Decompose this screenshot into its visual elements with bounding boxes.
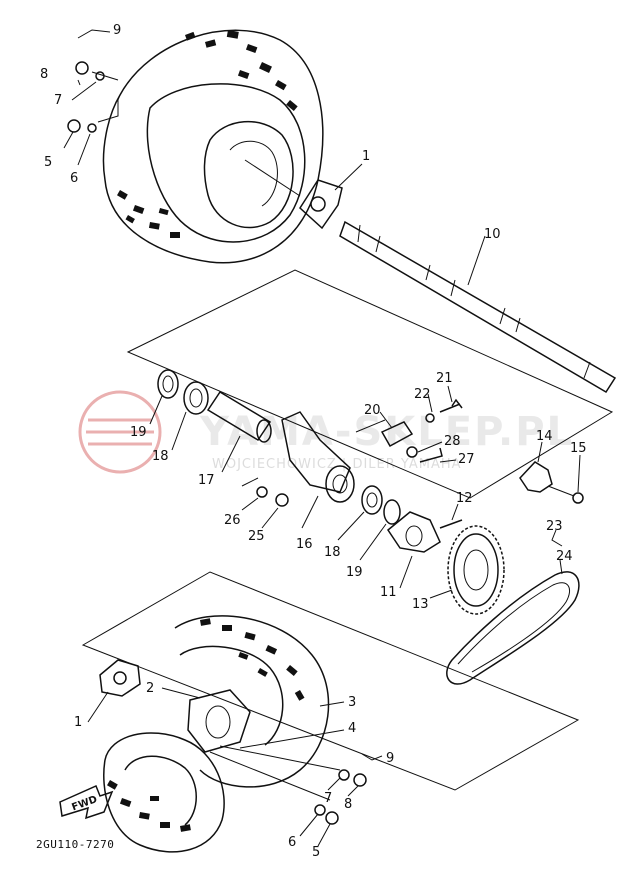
callout-22: 22 [414, 387, 431, 402]
housing-bolts [241, 477, 289, 529]
callout-19a: 19 [130, 425, 147, 440]
rear-wheel-left [102, 29, 324, 264]
tread-blocks-lower [106, 618, 305, 832]
callout-6-bottom: 6 [288, 835, 296, 850]
fwd-label: FWD [70, 794, 98, 813]
callout-14: 14 [536, 429, 553, 444]
callout-9-bottom: 9 [386, 751, 394, 766]
watermark-brand: YAMA-SKLEP.PL [199, 409, 574, 455]
callout-5-top: 5 [44, 155, 52, 170]
tread-blocks [117, 29, 298, 238]
callout-11: 11 [380, 585, 397, 600]
chain-guide-clip [519, 441, 584, 504]
callout-26: 26 [224, 513, 241, 528]
sprocket-hub [386, 503, 463, 589]
callout-1-bottom: 1 [74, 715, 82, 730]
callout-2-bottom: 2 [146, 681, 154, 696]
callout-4-bottom: 4 [348, 721, 356, 736]
lower-panel-outline [81, 571, 580, 791]
hub-top [244, 159, 363, 230]
callout-18b: 18 [324, 545, 341, 560]
hub-lower [87, 659, 201, 723]
callout-23: 23 [546, 519, 563, 534]
spacer-collar [206, 390, 272, 473]
callout-13: 13 [412, 597, 429, 612]
callout-7-top: 7 [54, 93, 62, 108]
rear-wheel-right [103, 615, 330, 853]
callout-17: 17 [198, 473, 215, 488]
dealer-logo [78, 390, 162, 474]
callout-7-bottom: 7 [324, 791, 332, 806]
rear-axle [339, 220, 617, 394]
callout-15: 15 [570, 441, 587, 456]
callout-8-top: 8 [40, 67, 48, 82]
callout-5-bottom: 5 [312, 845, 320, 860]
callout-21: 21 [436, 371, 453, 386]
bearing-housing [281, 411, 386, 529]
callout-10: 10 [484, 227, 501, 242]
callout-25: 25 [248, 529, 265, 544]
callout-9-top: 9 [113, 23, 121, 38]
callout-24: 24 [556, 549, 573, 564]
callout-3-bottom: 3 [348, 695, 356, 710]
lower-wheel-hardware [209, 701, 383, 847]
top-wheel-hardware [63, 29, 121, 166]
rear-sprocket [429, 525, 505, 615]
bearing-seals-left [149, 369, 209, 451]
diagram-code: 2GU110-7270 [36, 838, 114, 851]
callout-19b: 19 [346, 565, 363, 580]
bearing-seals-right [337, 485, 401, 561]
callout-8-bottom: 8 [344, 797, 352, 812]
callout-6-top: 6 [70, 171, 78, 186]
callout-12: 12 [456, 491, 473, 506]
callout-27: 27 [458, 452, 475, 467]
callout-20: 20 [364, 403, 381, 418]
watermark-tagline: WOJCIECHOWICZ | DILER YAMAHA [212, 457, 462, 472]
drive-chain [446, 529, 580, 685]
callout-16: 16 [296, 537, 313, 552]
callout-1-top: 1 [362, 149, 370, 164]
callout-18a: 18 [152, 449, 169, 464]
rear-axle-panel-outline [126, 269, 614, 499]
caliper-bracket-bolts [379, 385, 463, 463]
callout-28: 28 [444, 434, 461, 449]
